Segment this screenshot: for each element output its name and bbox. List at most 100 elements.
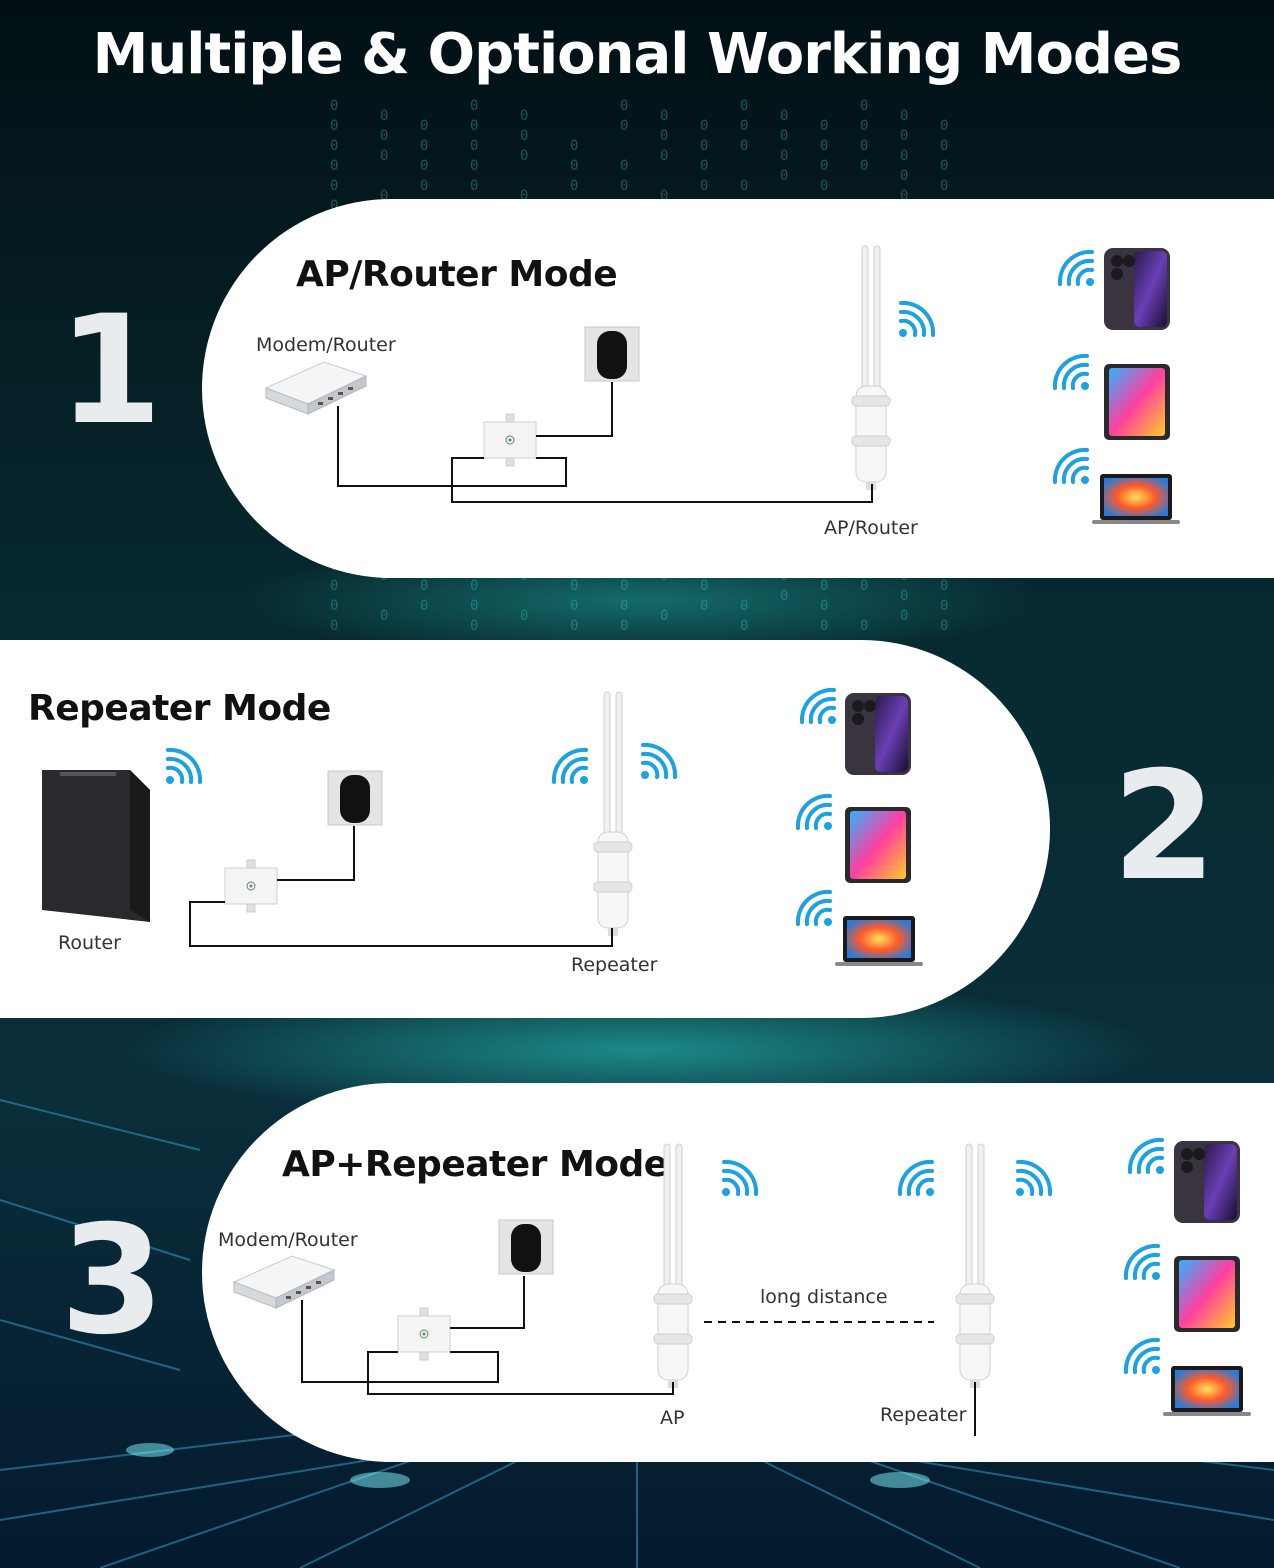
code-glyph: 0: [620, 118, 628, 134]
code-glyph: 0: [470, 178, 478, 194]
mode-panel-ap-repeater: [202, 1083, 1274, 1462]
mode-title-3: AP+Repeater Mode: [282, 1144, 668, 1185]
label-modem-router-1: Modem/Router: [256, 334, 396, 356]
code-glyph: 0: [330, 98, 338, 114]
code-glyph: 0: [900, 108, 908, 124]
code-glyph: 0: [780, 148, 788, 164]
code-glyph: 0: [860, 98, 868, 114]
code-glyph: 0: [820, 178, 828, 194]
outdoor-antenna-icon: [593, 691, 633, 937]
code-glyph: 0: [520, 188, 528, 204]
code-glyph: 0: [780, 168, 788, 184]
label-modem-router-3: Modem/Router: [218, 1229, 358, 1251]
code-glyph: 0: [470, 158, 478, 174]
code-glyph: 0: [570, 158, 578, 174]
code-glyph: 0: [470, 138, 478, 154]
code-glyph: 0: [660, 148, 668, 164]
code-glyph: 0: [900, 128, 908, 144]
wifi-icon: [802, 690, 836, 724]
code-glyph: 0: [380, 128, 388, 144]
code-glyph: 0: [420, 178, 428, 194]
wifi-icon: [1055, 450, 1089, 484]
wifi-icon: [720, 1159, 759, 1198]
code-glyph: 0: [900, 168, 908, 184]
label-router: Router: [58, 932, 121, 954]
code-glyph: 0: [940, 138, 948, 154]
code-glyph: 0: [700, 178, 708, 194]
code-glyph: 0: [820, 118, 828, 134]
code-glyph: 0: [330, 158, 338, 174]
tablet-icon: [845, 807, 911, 883]
router-icon: [42, 770, 150, 922]
code-glyph: 0: [330, 198, 338, 214]
code-glyph: 0: [420, 118, 428, 134]
smartphone-icon: [845, 693, 911, 775]
code-glyph: 0: [660, 188, 668, 204]
code-glyph: 0: [660, 128, 668, 144]
code-glyph: 0: [780, 128, 788, 144]
code-glyph: 0: [860, 138, 868, 154]
wifi-icon: [639, 742, 678, 781]
power-adapter-icon: [327, 770, 383, 826]
code-glyph: 0: [380, 188, 388, 204]
mode-number-1: 1: [58, 284, 163, 458]
code-glyph: 0: [420, 138, 428, 154]
code-glyph: 0: [470, 98, 478, 114]
code-glyph: 0: [520, 108, 528, 124]
code-glyph: 0: [330, 138, 338, 154]
code-glyph: 0: [700, 158, 708, 174]
router-icon: [265, 361, 367, 415]
code-glyph: 0: [660, 108, 668, 124]
code-glyph: 0: [820, 158, 828, 174]
label-repeater-3: Repeater: [880, 1404, 967, 1426]
code-glyph: 0: [700, 118, 708, 134]
code-glyph: 0: [380, 148, 388, 164]
code-glyph: 0: [570, 138, 578, 154]
outdoor-antenna-icon: [955, 1143, 995, 1389]
tablet-icon: [1104, 364, 1170, 440]
code-glyph: 0: [330, 118, 338, 134]
label-ap-router: AP/Router: [824, 517, 918, 539]
code-glyph: 0: [860, 118, 868, 134]
wifi-icon: [1130, 1140, 1164, 1174]
code-glyph: 0: [620, 158, 628, 174]
code-glyph: 0: [520, 128, 528, 144]
mode-number-3: 3: [60, 1194, 165, 1368]
code-glyph: 0: [900, 188, 908, 204]
code-glyph: 0: [860, 158, 868, 174]
wifi-icon: [900, 1162, 934, 1196]
wifi-icon: [164, 747, 203, 786]
wifi-icon: [554, 750, 588, 784]
mode-panel-ap-router: [202, 199, 1274, 578]
code-glyph: 0: [570, 178, 578, 194]
page-title: Multiple & Optional Working Modes: [92, 22, 1183, 87]
outdoor-antenna-icon: [851, 245, 891, 491]
code-glyph: 0: [420, 158, 428, 174]
wifi-icon: [1126, 1246, 1160, 1280]
code-glyph: 0: [620, 178, 628, 194]
power-adapter-icon: [584, 326, 640, 382]
code-glyph: 0: [740, 98, 748, 114]
code-glyph: 0: [470, 118, 478, 134]
poe-adapter-icon: [397, 1307, 451, 1361]
mode-number-2: 2: [1112, 740, 1217, 914]
tablet-icon: [1174, 1256, 1240, 1332]
wifi-icon: [897, 300, 936, 339]
laptop-icon: [835, 916, 923, 966]
wifi-icon: [1126, 1340, 1160, 1374]
smartphone-icon: [1174, 1141, 1240, 1223]
code-glyph: 0: [820, 138, 828, 154]
mode-title-1: AP/Router Mode: [296, 254, 618, 295]
wifi-icon: [1014, 1159, 1053, 1198]
code-glyph: 0: [940, 158, 948, 174]
code-glyph: 0: [940, 178, 948, 194]
wifi-icon: [1055, 356, 1089, 390]
label-ap: AP: [660, 1407, 685, 1429]
poe-adapter-icon: [224, 859, 278, 913]
code-glyph: 0: [620, 98, 628, 114]
code-glyph: 0: [780, 108, 788, 124]
code-glyph: 0: [700, 138, 708, 154]
power-adapter-icon: [498, 1219, 554, 1275]
code-glyph: 0: [520, 148, 528, 164]
wifi-icon: [1060, 252, 1094, 286]
